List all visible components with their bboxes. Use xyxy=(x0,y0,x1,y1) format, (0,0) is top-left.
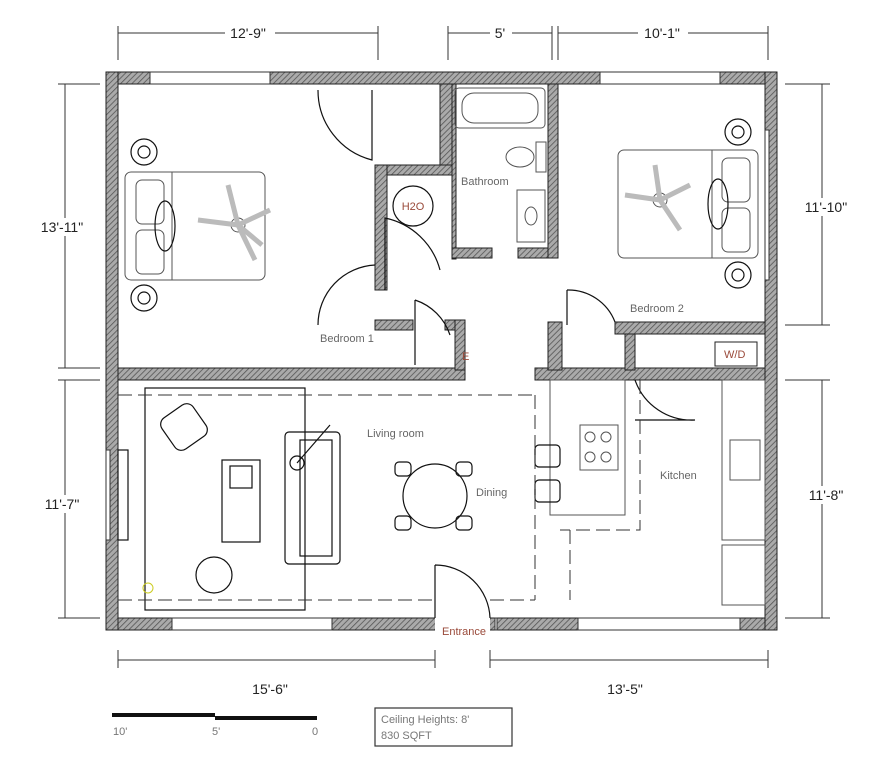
water-heater-label: H2O xyxy=(402,201,425,213)
dim-bottom-living: 15'-6" xyxy=(252,681,288,697)
floor-lamp xyxy=(289,455,305,471)
dining-label: Dining xyxy=(476,487,507,499)
scale-bar: 10' 5' 0 xyxy=(112,713,318,738)
bed-1 xyxy=(124,171,266,281)
kitchen-label: Kitchen xyxy=(660,470,697,482)
ceiling-height: Ceiling Heights: 8' xyxy=(381,714,469,726)
bathroom-label: Bathroom xyxy=(461,176,509,188)
entrance-opening xyxy=(435,617,490,631)
bathtub xyxy=(454,87,546,129)
nightstand-lamps xyxy=(130,118,752,312)
electrical-label: E xyxy=(462,351,469,363)
tv-stand xyxy=(117,449,129,541)
plant xyxy=(142,582,154,594)
interior-walls xyxy=(117,83,766,381)
kitchen-counter xyxy=(721,379,766,606)
washer-dryer-label: W/D xyxy=(724,349,745,361)
coffee-table xyxy=(221,459,261,543)
ottoman xyxy=(195,556,233,594)
dim-top-bath: 5' xyxy=(495,25,505,41)
dim-left-living: 11'-7" xyxy=(45,496,80,512)
scale-label-10: 10' xyxy=(113,726,127,738)
sink xyxy=(516,189,546,243)
ceiling-lines xyxy=(534,380,641,600)
stove xyxy=(579,424,619,471)
ceiling-fan-icon xyxy=(197,184,272,262)
bedroom-2-label: Bedroom 2 xyxy=(630,303,684,315)
entrance-label: Entrance xyxy=(442,626,486,638)
scale-label-0: 0 xyxy=(312,726,318,738)
dim-top-bedroom1: 12'-9" xyxy=(230,25,266,41)
dining-table xyxy=(394,461,473,531)
dim-top-bedroom2: 10'-1" xyxy=(644,25,680,41)
washer-dryer-box xyxy=(714,341,758,367)
living-room-label: Living room xyxy=(367,428,424,440)
dim-right-kitchen: 11'-8" xyxy=(809,487,844,503)
windows xyxy=(105,71,770,631)
sofa xyxy=(284,431,341,565)
bedroom-1-label: Bedroom 1 xyxy=(320,333,374,345)
bed-2 xyxy=(617,149,759,259)
square-footage: 830 SQFT xyxy=(381,730,432,742)
info-box: Ceiling Heights: 8' 830 SQFT xyxy=(374,707,513,747)
rug xyxy=(144,387,306,611)
dim-right-bedroom2: 11'-10" xyxy=(805,199,847,215)
dim-left-bedroom: 13'-11" xyxy=(41,219,83,235)
water-heater xyxy=(392,185,434,227)
dim-bottom-kitchen: 13'-5" xyxy=(607,681,643,697)
scale-label-5: 5' xyxy=(212,726,220,738)
doors xyxy=(317,89,696,619)
dimension-labels: 12'-9" 5' 10'-1" 13'-11" 11'-7" 11'-10" … xyxy=(30,24,857,697)
armchair xyxy=(160,403,208,451)
toilet xyxy=(505,141,547,173)
